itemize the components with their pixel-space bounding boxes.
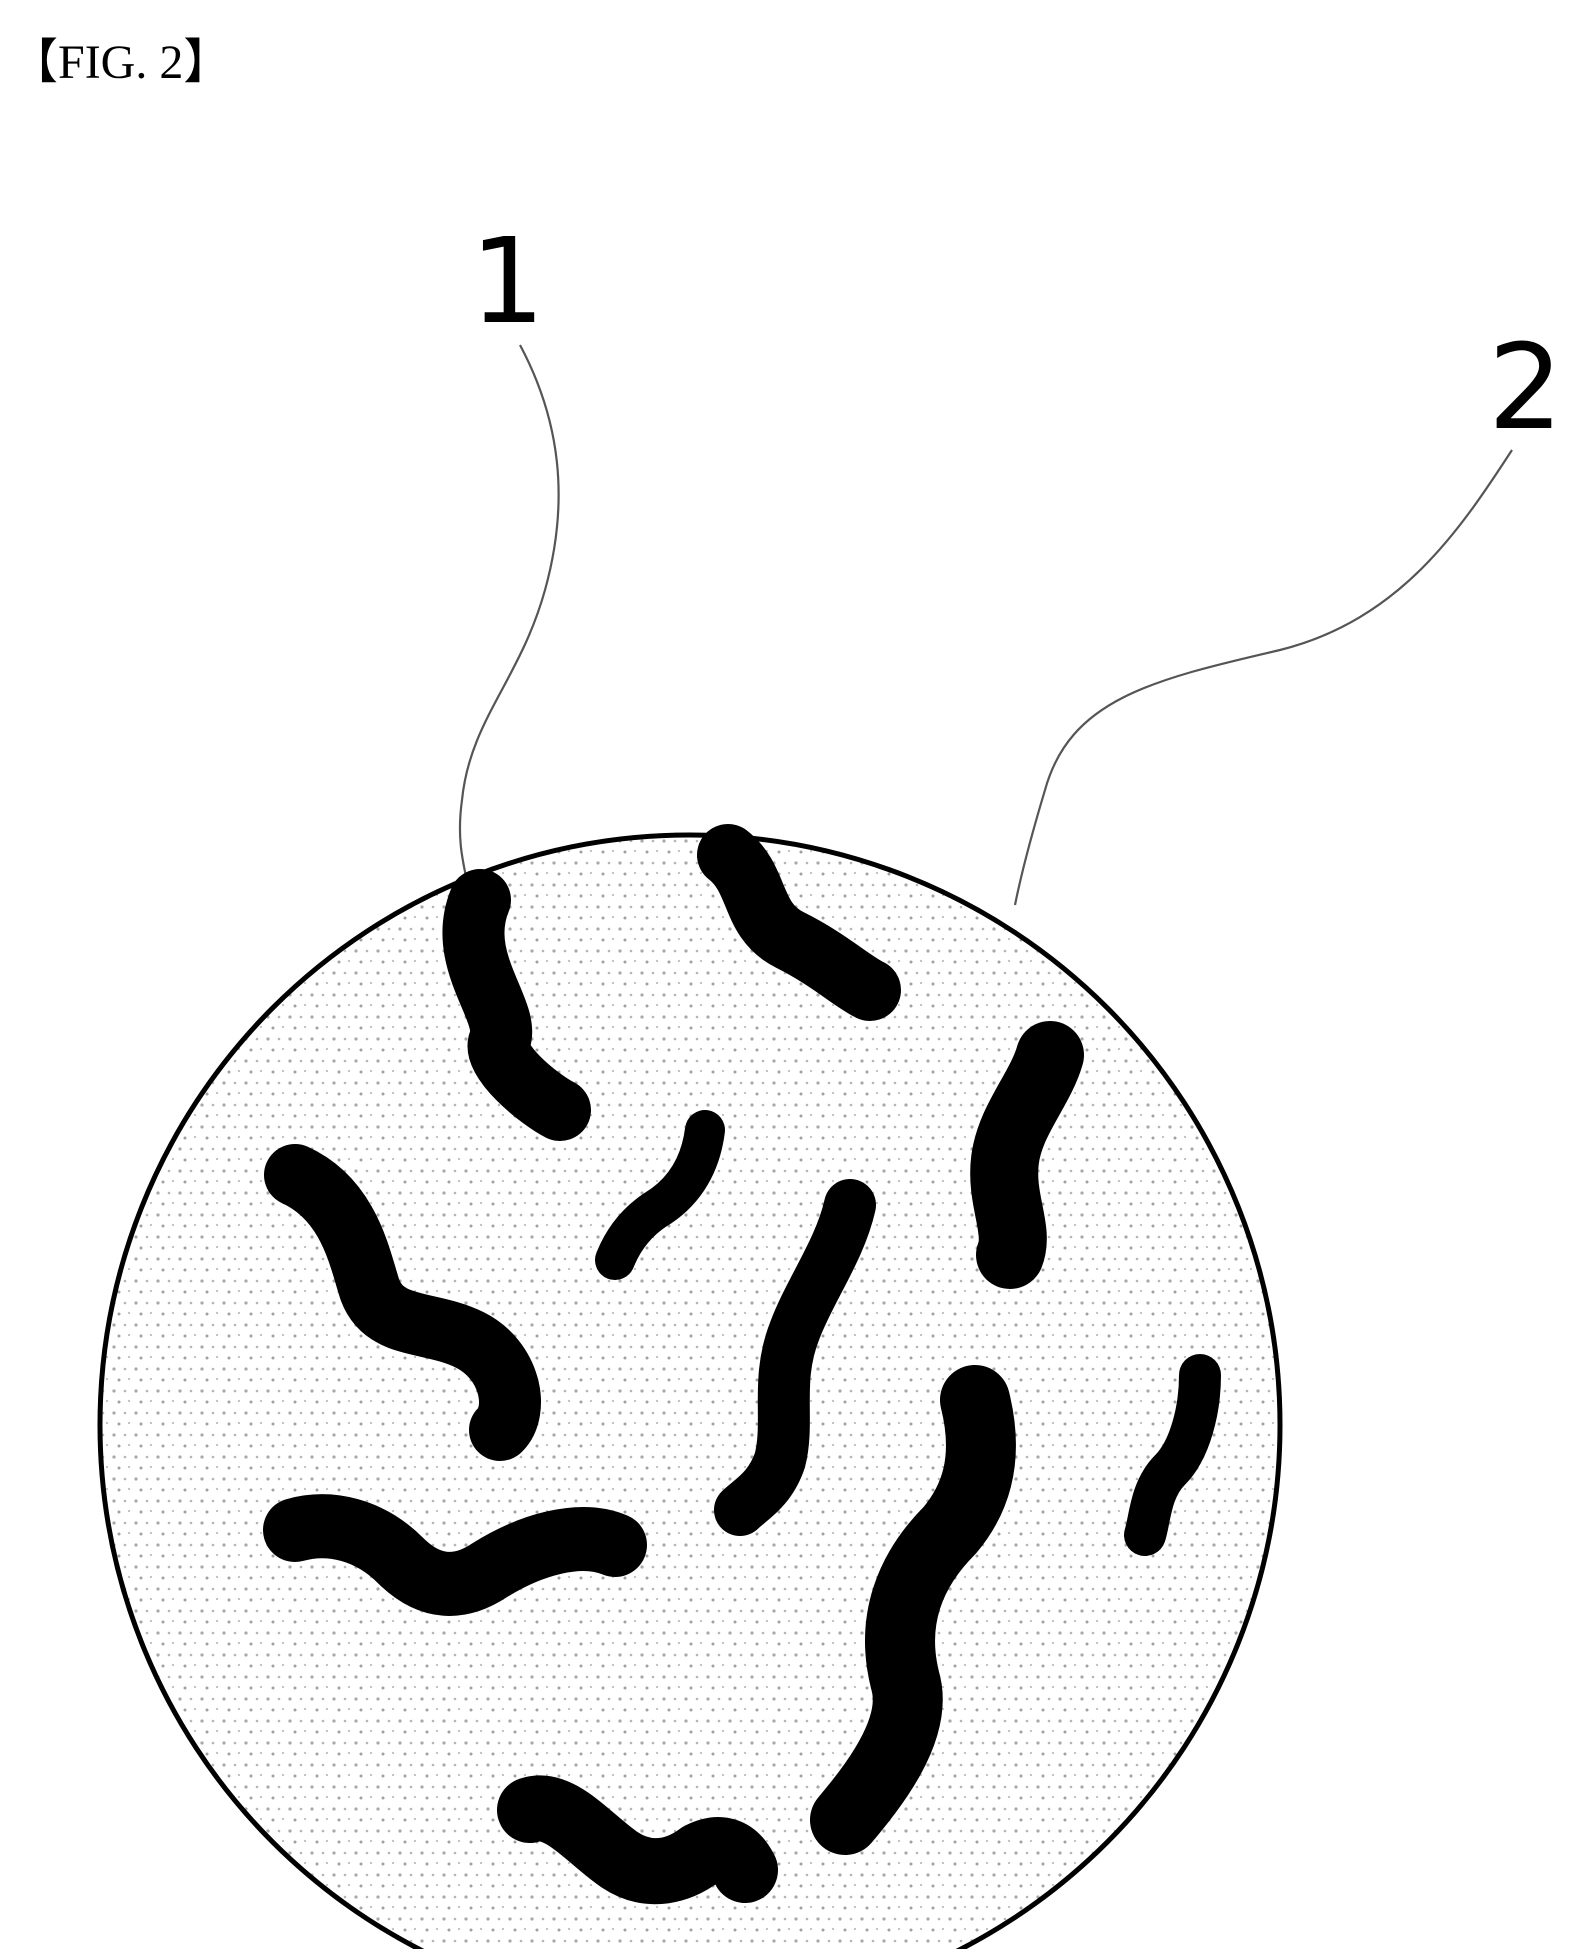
matrix-region (100, 835, 1280, 1949)
leader-line-1 (460, 345, 559, 900)
leader-line-2 (1015, 450, 1512, 905)
